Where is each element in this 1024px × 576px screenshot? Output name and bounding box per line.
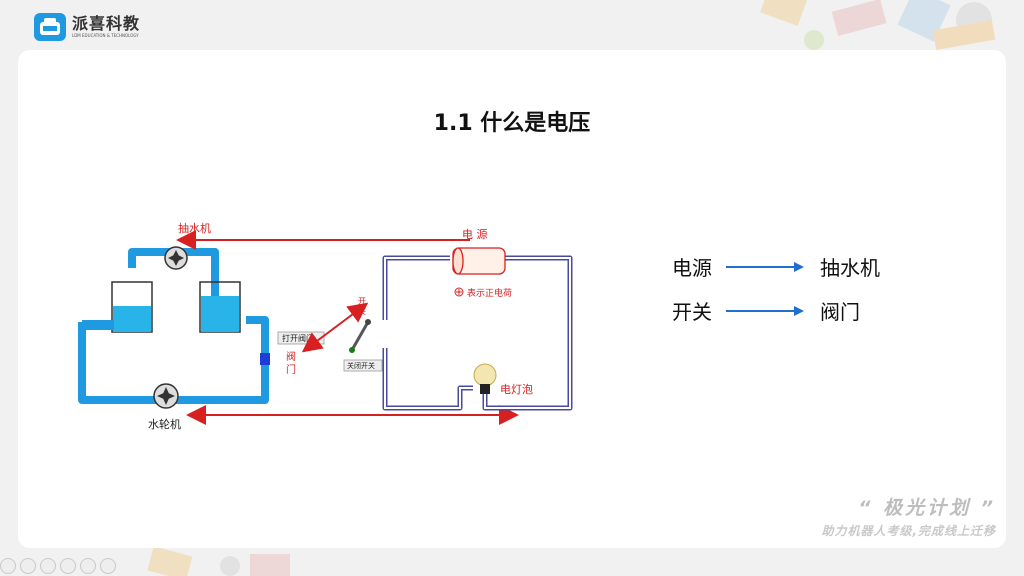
logo-icon	[34, 13, 66, 41]
switch-label-2: 关	[358, 306, 366, 316]
power-source	[452, 247, 506, 275]
slide-title: 1.1 什么是电压	[433, 111, 591, 136]
close-switch-label: 关闭开关	[347, 361, 375, 370]
valve-label-2: 门	[286, 363, 296, 376]
valve-label-1: 阀	[286, 350, 296, 363]
analogy-right-2: 阀门	[820, 300, 860, 324]
play-icon[interactable]	[20, 558, 36, 574]
analogy-left-2: 开关	[672, 300, 712, 324]
analogy-row-2: 开关 阀门	[672, 296, 860, 325]
light-bulb	[473, 363, 497, 394]
turbine-wheel	[153, 383, 179, 409]
bulb-label: 电灯泡	[500, 382, 533, 396]
analogy-left-1: 电源	[672, 256, 712, 280]
analogy-right-1: 抽水机	[820, 256, 880, 280]
pump-label: 抽水机	[178, 221, 211, 235]
logo-tagline: LDM EDUCATION & TECHNOLOGY	[72, 33, 139, 38]
right-water-tank	[199, 281, 241, 333]
slide-card	[18, 50, 1006, 548]
positive-charge-label: 表示正电荷	[467, 287, 512, 299]
switch-label-1: 开	[358, 297, 366, 306]
arrow-right-icon	[726, 261, 804, 272]
pen-icon[interactable]	[60, 558, 76, 574]
pump-wheel	[164, 246, 188, 270]
slide-controls	[0, 558, 116, 574]
logo-name: 派喜科教	[72, 14, 141, 33]
left-water-tank	[82, 281, 153, 333]
analogy-row-1: 电源 抽水机	[672, 252, 880, 281]
footer-subtitle: 助力机器人考级,完成线上迁移	[821, 524, 996, 538]
prev-slide-icon[interactable]	[0, 558, 16, 574]
menu-icon[interactable]	[100, 558, 116, 574]
decorative-pattern-bottom	[0, 546, 300, 576]
zoom-icon[interactable]	[80, 558, 96, 574]
open-valve-label: 打开阀门	[282, 333, 314, 343]
decorative-pattern-top	[724, 0, 1024, 60]
brand-logo: 派喜科教 LDM EDUCATION & TECHNOLOGY	[34, 13, 140, 41]
switch	[349, 319, 371, 353]
footer-title: “ 极光计划 ”	[858, 497, 996, 519]
next-slide-icon[interactable]	[40, 558, 56, 574]
valve	[260, 353, 270, 365]
arrow-right-icon	[726, 305, 804, 316]
water-circuit-analogy-diagram: 抽水机 水轮机 打开阀门 阀 门 电 源 表示正电荷	[60, 210, 590, 439]
power-label: 电 源	[462, 227, 488, 241]
electric-wires	[382, 255, 573, 411]
turbine-label: 水轮机	[148, 417, 181, 431]
